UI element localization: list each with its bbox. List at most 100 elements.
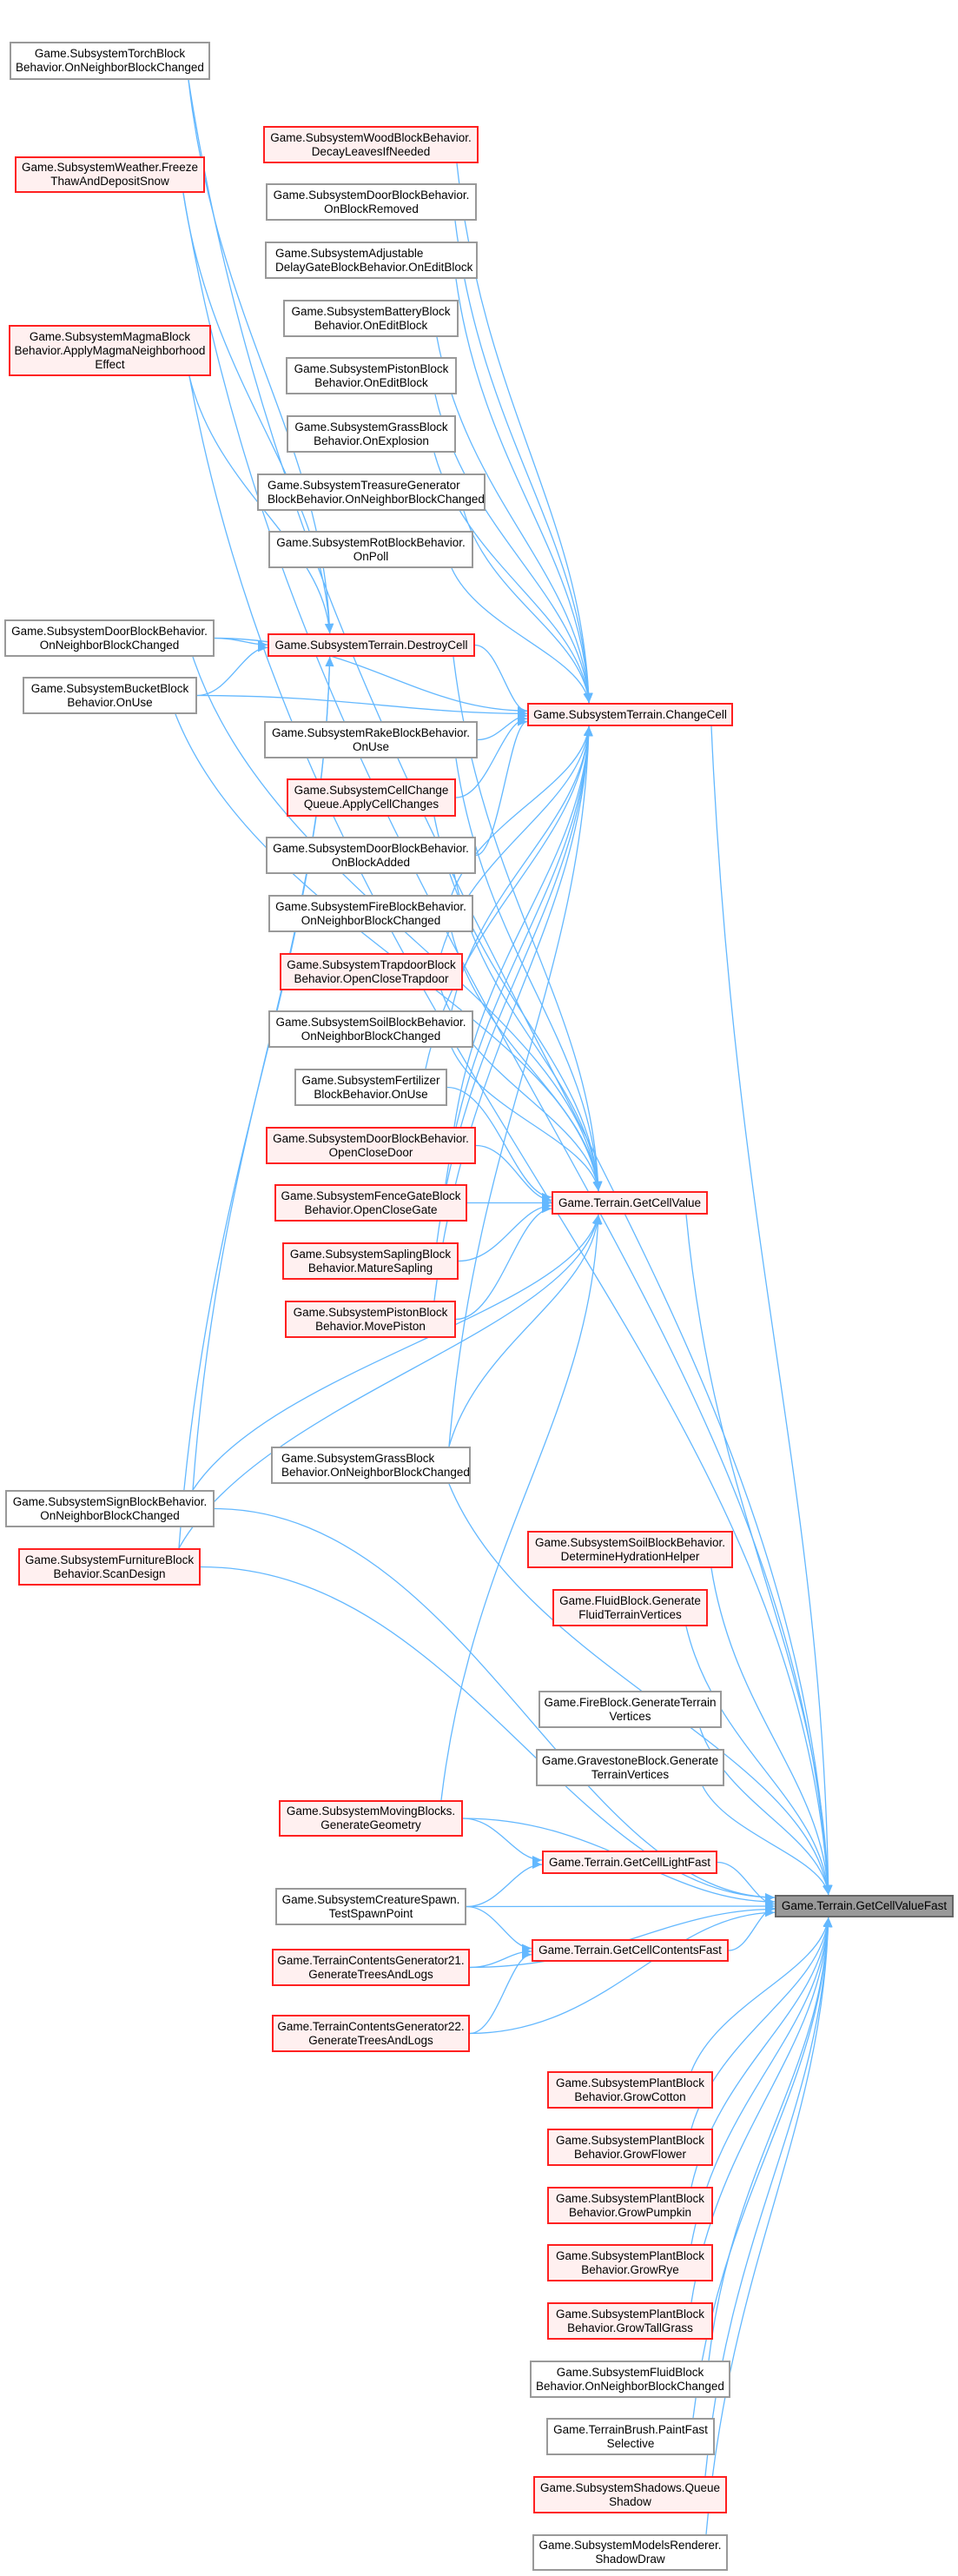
edge-grassNeighbor-to-getCellValue xyxy=(448,1214,599,1447)
graph-node-piston-edit[interactable]: Game.SubsystemPistonBlock Behavior.OnEdi… xyxy=(286,357,457,394)
graph-node-light-fast[interactable]: Game.Terrain.GetCellLightFast xyxy=(542,1851,717,1874)
graph-node-flower[interactable]: Game.SubsystemPlantBlock Behavior.GrowFl… xyxy=(547,2129,713,2166)
edge-sign-to-fast xyxy=(214,1507,776,1898)
graph-node-furniture[interactable]: Game.SubsystemFurnitureBlock Behavior.Sc… xyxy=(18,1548,201,1586)
graph-node-treasure[interactable]: Game.SubsystemTreasureGenerator BlockBeh… xyxy=(257,473,486,511)
graph-node-door-removed[interactable]: Game.SubsystemDoorBlockBehavior. OnBlock… xyxy=(266,183,477,221)
edge-soil-to-getCellValue xyxy=(451,1047,599,1192)
graph-node-moving-blocks[interactable]: Game.SubsystemMovingBlocks. GenerateGeom… xyxy=(279,1800,463,1837)
edge-fenceGate-to-changeCell xyxy=(445,725,590,1185)
edge-changeCell-to-fast xyxy=(710,725,829,1896)
graph-node-sapling[interactable]: Game.SubsystemSaplingBlock Behavior.Matu… xyxy=(282,1242,459,1280)
arrowhead-icon xyxy=(518,717,527,726)
graph-node-fire[interactable]: Game.SubsystemFireBlockBehavior. OnNeigh… xyxy=(268,895,473,932)
arrowhead-icon xyxy=(823,1884,831,1895)
graph-node-fence-gate[interactable]: Game.SubsystemFenceGateBlock Behavior.Op… xyxy=(274,1184,467,1222)
graph-node-adjustable[interactable]: Game.SubsystemAdjustable DelayGateBlockB… xyxy=(265,242,478,279)
graph-node-grass-neighbor[interactable]: Game.SubsystemGrassBlock Behavior.OnNeig… xyxy=(271,1447,471,1484)
graph-node-tcg21[interactable]: Game.TerrainContentsGenerator21. Generat… xyxy=(272,1949,470,1986)
arrowhead-icon xyxy=(765,1908,775,1917)
arrowhead-icon xyxy=(583,692,592,703)
graph-node-tall-grass[interactable]: Game.SubsystemPlantBlock Behavior.GrowTa… xyxy=(547,2302,713,2340)
edge-destroyCell-to-changeCell xyxy=(474,644,528,712)
edge-cotton-to-fast xyxy=(690,1917,829,2072)
edge-fluidNeighbor-to-fast xyxy=(708,1917,829,2361)
edge-creatureSpawn-to-contentsFast xyxy=(466,1905,532,1950)
arrowhead-icon xyxy=(522,1950,532,1959)
graph-node-grass-expl[interactable]: Game.SubsystemGrassBlock Behavior.OnExpl… xyxy=(287,415,456,453)
graph-node-wood[interactable]: Game.SubsystemWoodBlockBehavior. DecayLe… xyxy=(263,126,479,163)
edge-doorOpenClose-to-getCellValue xyxy=(475,1144,552,1201)
graph-node-gravestone[interactable]: Game.GravestoneBlock.Generate TerrainVer… xyxy=(536,1749,724,1786)
graph-node-shadows[interactable]: Game.SubsystemShadows.Queue Shadow xyxy=(533,2476,727,2513)
graph-node-trapdoor[interactable]: Game.SubsystemTrapdoorBlock Behavior.Ope… xyxy=(280,953,463,990)
arrowhead-icon xyxy=(324,623,334,633)
arrowhead-icon xyxy=(325,657,334,667)
graph-node-door-neighbor[interactable]: Game.SubsystemDoorBlockBehavior. OnNeigh… xyxy=(4,619,215,657)
graph-node-door-added[interactable]: Game.SubsystemDoorBlockBehavior. OnBlock… xyxy=(266,837,476,874)
edge-sapling-to-getCellValue xyxy=(458,1205,552,1262)
graph-node-rye[interactable]: Game.SubsystemPlantBlock Behavior.GrowRy… xyxy=(547,2244,713,2281)
edge-furniture-to-fast xyxy=(200,1566,776,1898)
edge-weather-to-fast xyxy=(182,192,829,1896)
graph-node-get-cell-value[interactable]: Game.Terrain.GetCellValue xyxy=(552,1191,708,1215)
graph-node-soil-hydration[interactable]: Game.SubsystemSoilBlockBehavior. Determi… xyxy=(527,1531,733,1568)
edge-bucket-to-changeCell xyxy=(196,694,528,715)
edge-creatureSpawn-to-lightFast xyxy=(466,1864,543,1908)
graph-node-change-cell[interactable]: Game.SubsystemTerrain.ChangeCell xyxy=(527,703,733,726)
edge-rake-to-getCellValue xyxy=(455,758,599,1192)
graph-node-bucket[interactable]: Game.SubsystemBucketBlock Behavior.OnUse xyxy=(23,677,197,714)
edge-sign-to-getCellValue xyxy=(192,1214,599,1491)
graph-node-cotton[interactable]: Game.SubsystemPlantBlock Behavior.GrowCo… xyxy=(547,2071,713,2109)
graph-node-torch[interactable]: Game.SubsystemTorchBlock Behavior.OnNeig… xyxy=(10,42,210,80)
edge-gravestone-to-fast xyxy=(702,1785,829,1896)
graph-node-piston-move[interactable]: Game.SubsystemPistonBlock Behavior.MoveP… xyxy=(285,1301,456,1338)
arrowhead-icon xyxy=(823,1917,833,1928)
edge-tcg21-to-fast xyxy=(469,1908,776,1969)
graph-node-weather[interactable]: Game.SubsystemWeather.Freeze ThawAndDepo… xyxy=(15,156,205,193)
edge-doorNeighbor-to-changeCell xyxy=(214,637,528,712)
graph-node-contents-fast[interactable]: Game.Terrain.GetCellContentsFast xyxy=(532,1939,729,1962)
graph-focus-node[interactable]: Game.Terrain.GetCellValueFast xyxy=(775,1895,954,1917)
graph-node-creature-spawn[interactable]: Game.SubsystemCreatureSpawn. TestSpawnPo… xyxy=(275,1888,466,1925)
graph-node-door-open-close[interactable]: Game.SubsystemDoorBlockBehavior. OpenClo… xyxy=(266,1127,476,1164)
edge-getCellValue-to-fast xyxy=(685,1214,829,1896)
edge-queue-to-getCellValue xyxy=(433,816,599,1192)
graph-node-soil[interactable]: Game.SubsystemSoilBlockBehavior. OnNeigh… xyxy=(268,1010,473,1048)
edge-tcg22-to-fast xyxy=(469,1911,776,2035)
graph-node-tcg22[interactable]: Game.TerrainContentsGenerator22. Generat… xyxy=(272,2015,470,2052)
edge-tallGrass-to-fast xyxy=(690,1917,829,2303)
graph-node-models[interactable]: Game.SubsystemModelsRenderer. ShadowDraw xyxy=(532,2534,728,2571)
graph-node-pumpkin[interactable]: Game.SubsystemPlantBlock Behavior.GrowPu… xyxy=(547,2187,713,2224)
graph-node-destroy-cell[interactable]: Game.SubsystemTerrain.DestroyCell xyxy=(268,633,475,657)
arrowhead-icon xyxy=(765,1893,775,1902)
graph-node-fluid[interactable]: Game.FluidBlock.Generate FluidTerrainVer… xyxy=(552,1589,708,1626)
arrowhead-icon xyxy=(591,1215,601,1225)
graph-node-fire-block[interactable]: Game.FireBlock.GenerateTerrain Vertices xyxy=(538,1691,722,1728)
edge-magma-to-destroyCell xyxy=(188,375,331,634)
edge-doorNeighbor-to-getCellValue xyxy=(192,656,599,1192)
graph-node-queue[interactable]: Game.SubsystemCellChange Queue.ApplyCell… xyxy=(287,778,456,817)
arrowhead-icon xyxy=(584,726,593,737)
edge-pistonMove-to-getCellValue xyxy=(455,1208,552,1321)
edge-weather-to-destroyCell xyxy=(182,192,331,634)
edge-fire-to-getCellValue xyxy=(451,931,599,1192)
graph-node-battery[interactable]: Game.SubsystemBatteryBlock Behavior.OnEd… xyxy=(283,300,459,337)
graph-node-fluid-neighbor[interactable]: Game.SubsystemFluidBlock Behavior.OnNeig… xyxy=(530,2361,730,2398)
edge-doorAdded-to-changeCell xyxy=(475,720,528,857)
edge-grassNeighbor-to-changeCell xyxy=(448,725,590,1447)
edge-fluid-to-fast xyxy=(685,1626,829,1896)
graph-node-magma[interactable]: Game.SubsystemMagmaBlock Behavior.ApplyM… xyxy=(9,325,211,376)
graph-node-fertilizer[interactable]: Game.SubsystemFertilizer BlockBehavior.O… xyxy=(294,1069,447,1106)
arrowhead-icon xyxy=(258,643,268,652)
edge-battery-to-changeCell xyxy=(436,336,590,704)
edge-models-to-fast xyxy=(705,1917,829,2535)
graph-node-rake[interactable]: Game.SubsystemRakeBlockBehavior. OnUse xyxy=(264,721,478,758)
edge-doorRemoved-to-changeCell xyxy=(454,220,590,704)
graph-node-sign[interactable]: Game.SubsystemSignBlockBehavior. OnNeigh… xyxy=(5,1490,215,1527)
graph-node-rot[interactable]: Game.SubsystemRotBlockBehavior. OnPoll xyxy=(268,531,473,568)
edge-movingBlocks-to-getCellValue xyxy=(440,1214,599,1801)
graph-node-brush[interactable]: Game.TerrainBrush.PaintFast Selective xyxy=(546,2418,715,2455)
